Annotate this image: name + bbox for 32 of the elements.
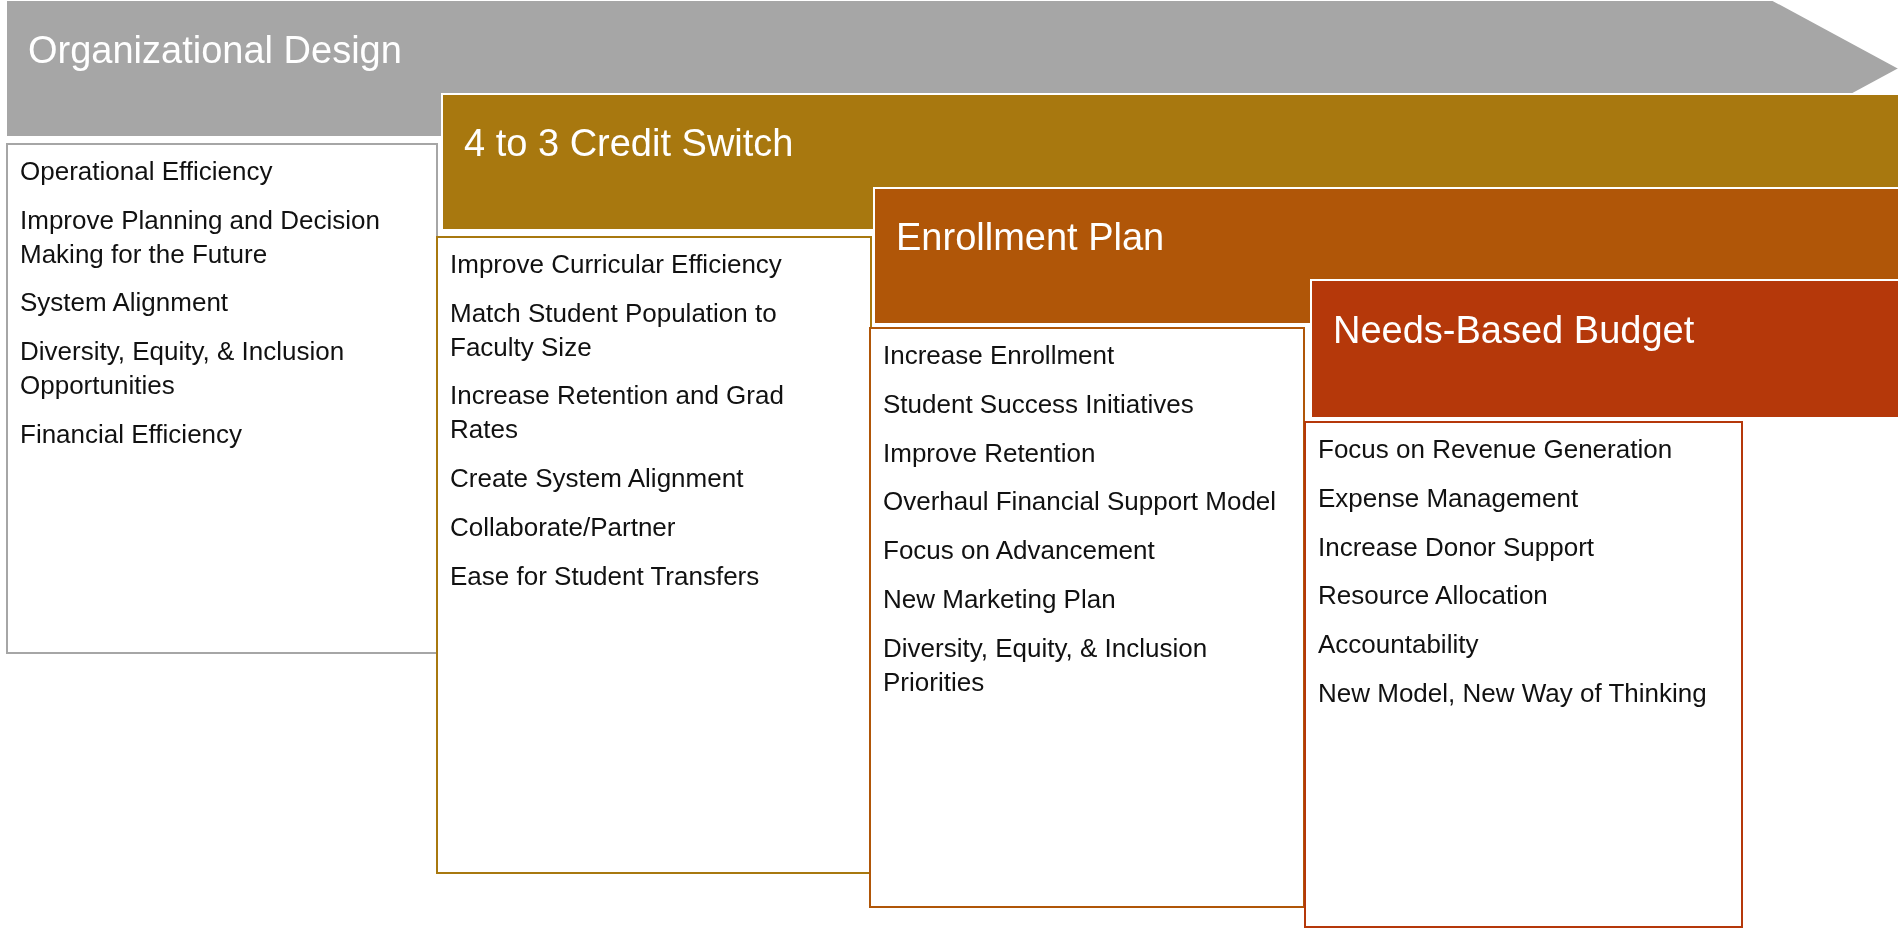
list-item: Operational Efficiency — [20, 155, 274, 188]
list-item: Diversity, Equity, & Inclusion Opportunities — [20, 335, 346, 402]
list-card — [6, 143, 438, 654]
banner-title: Enrollment Plan — [896, 216, 1165, 259]
list-card — [436, 236, 872, 874]
list-item: Improve Planning and Decision Making for the Future — [20, 203, 381, 271]
list-item: Increase Retention and Grad Rates — [450, 379, 785, 447]
list-item: Focus on Revenue Generation — [1318, 433, 1674, 466]
list-item: Ease for Student Transfers — [450, 559, 761, 593]
list-item: Create System Alignment — [450, 462, 745, 495]
list-item: Resource Allocation — [1318, 579, 1549, 613]
banner-title: Needs-Based Budget — [1333, 309, 1695, 352]
list-item: Collaborate/Partner — [450, 510, 677, 544]
list-item: Financial Efficiency — [20, 417, 244, 451]
list-item: System Alignment — [20, 286, 230, 320]
list-item: Accountability — [1318, 628, 1480, 662]
list-item: Diversity, Equity, & Inclusion Priorities — [883, 631, 1209, 699]
list-item: Improve Curricular Efficiency — [450, 248, 783, 281]
list-item: Expense Management — [1318, 481, 1580, 515]
list-card — [869, 327, 1305, 908]
list-item: Student Success Initiatives — [883, 387, 1195, 421]
banner-title: 4 to 3 Credit Switch — [464, 122, 794, 165]
list-item: New Marketing Plan — [883, 583, 1117, 616]
list-card — [1304, 421, 1743, 928]
list-item: New Model, New Way of Thinking — [1318, 677, 1708, 710]
list-item: Increase Enrollment — [883, 339, 1116, 372]
list-item: Match Student Population to Faculty Size — [450, 296, 778, 364]
banner-title: Organizational Design — [28, 28, 402, 72]
list-item: Focus on Advancement — [883, 534, 1156, 568]
list-item: Improve Retention — [883, 436, 1097, 470]
list-item: Overhaul Financial Support Model — [883, 485, 1278, 519]
list-item: Increase Donor Support — [1318, 530, 1596, 564]
